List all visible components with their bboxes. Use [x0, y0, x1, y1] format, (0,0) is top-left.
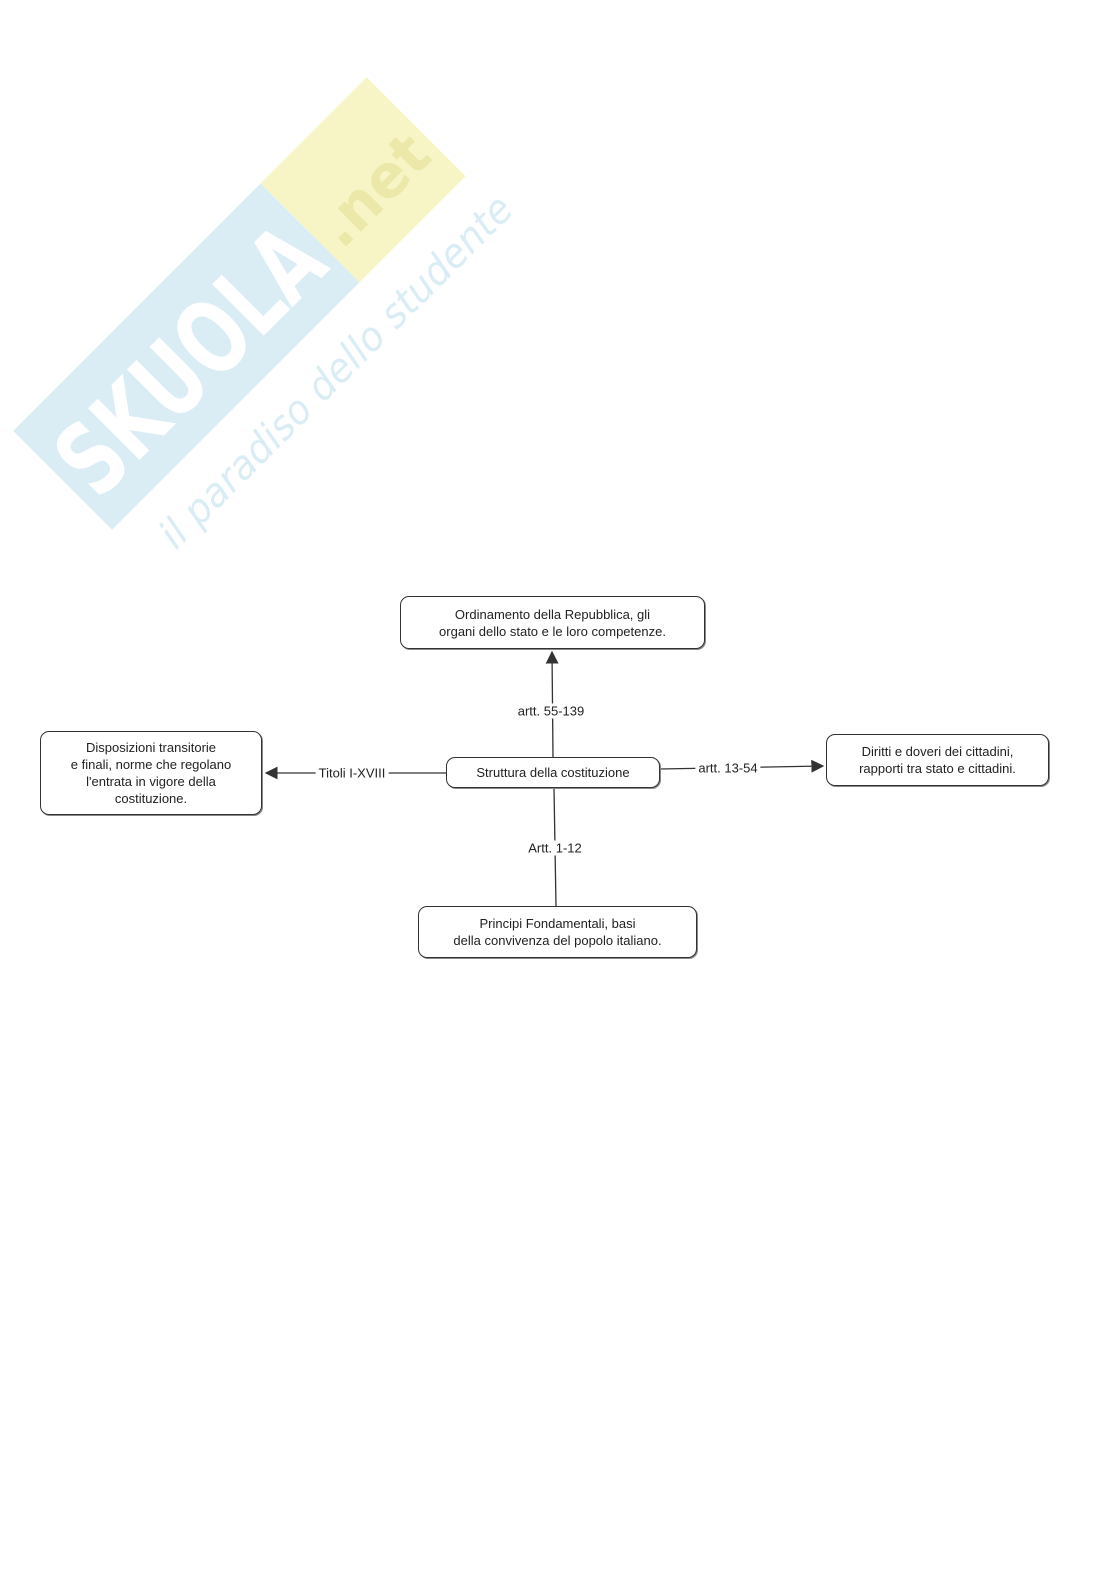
- edge-label-left: Titoli I-XVIII: [315, 765, 389, 781]
- node-center: Struttura della costituzione: [446, 757, 660, 788]
- node-right: Diritti e doveri dei cittadini, rapporti…: [826, 734, 1049, 786]
- node-top: Ordinamento della Repubblica, gli organi…: [400, 596, 705, 649]
- edge-label-right: artt. 13-54: [695, 760, 761, 776]
- edge-label-bottom: Artt. 1-12: [525, 840, 585, 856]
- edge-label-top: artt. 55-139: [514, 703, 588, 719]
- node-bottom: Principi Fondamentali, basi della conviv…: [418, 906, 697, 958]
- skuola-watermark: SKUOLA .net il paradiso dello studente: [13, 77, 522, 558]
- node-left: Disposizioni transitorie e finali, norme…: [40, 731, 262, 815]
